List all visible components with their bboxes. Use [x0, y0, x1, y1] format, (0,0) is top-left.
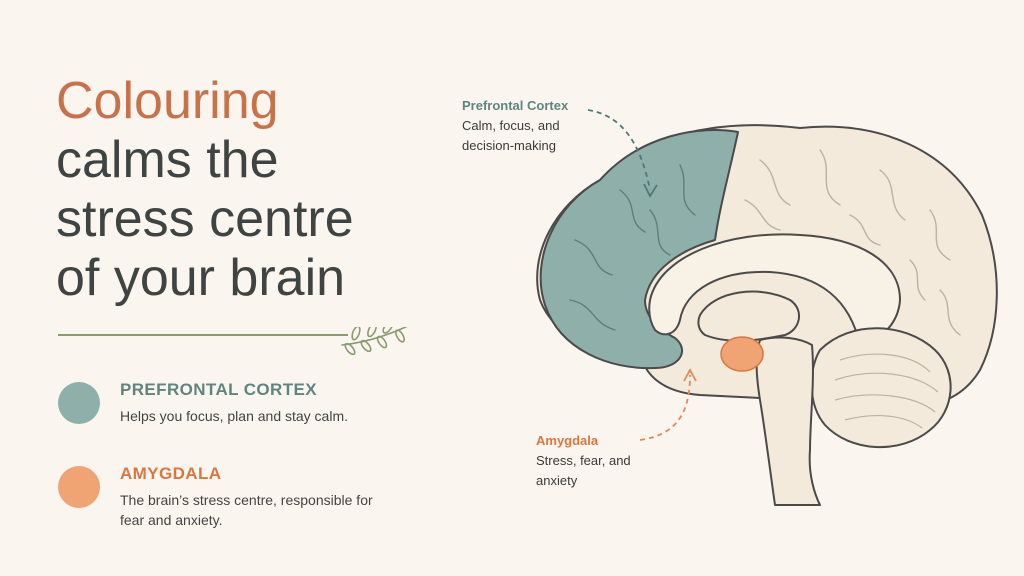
- annotation-title-amygdala: Amygdala: [536, 433, 599, 448]
- prefrontal-pointer-arrow: [587, 109, 651, 191]
- amygdala-arrowhead: [683, 368, 697, 382]
- headline-line-3: stress centre: [56, 190, 354, 248]
- annotation-amygdala: Amygdala Stress, fear, and anxiety: [536, 431, 646, 491]
- brainstem: [755, 336, 821, 506]
- divider-with-sprig: [58, 327, 408, 356]
- sprig-icon: [341, 327, 408, 356]
- amygdala-region: [720, 336, 764, 372]
- gyri-lines: [744, 149, 961, 336]
- cerebellum-folds: [834, 353, 939, 429]
- prefrontal-gyri: [569, 164, 696, 331]
- headline-line-4: of your brain: [56, 249, 346, 307]
- legend-label-prefrontal: PREFRONTAL CORTEX: [120, 380, 317, 399]
- annotation-title-prefrontal: Prefrontal Cortex: [462, 98, 569, 113]
- legend-swatch-amygdala: [58, 466, 100, 508]
- annotation-prefrontal-cortex: Prefrontal Cortex Calm, focus, and decis…: [462, 96, 602, 156]
- headline: Colouring calms the stress centre of you…: [56, 72, 354, 308]
- thalamus: [697, 290, 800, 342]
- legend-description-prefrontal: Helps you focus, plan and stay calm.: [120, 408, 349, 424]
- brain-outline: [536, 124, 998, 506]
- annotation-description-amygdala: Stress, fear, and anxiety: [536, 453, 631, 488]
- cerebellum: [810, 327, 952, 448]
- annotation-description-prefrontal: Calm, focus, and decision-making: [462, 118, 560, 153]
- amygdala-pointer-arrow: [639, 374, 691, 441]
- prefrontal-arrowhead: [643, 183, 658, 198]
- corpus-callosum: [648, 233, 901, 346]
- headline-line-1: Colouring: [56, 72, 279, 130]
- legend-swatch-prefrontal: [58, 382, 100, 424]
- legend-label-amygdala: AMYGDALA: [120, 464, 222, 483]
- headline-line-2: calms the: [56, 131, 279, 189]
- legend-description-amygdala: The brain’s stress centre, responsible f…: [120, 492, 373, 528]
